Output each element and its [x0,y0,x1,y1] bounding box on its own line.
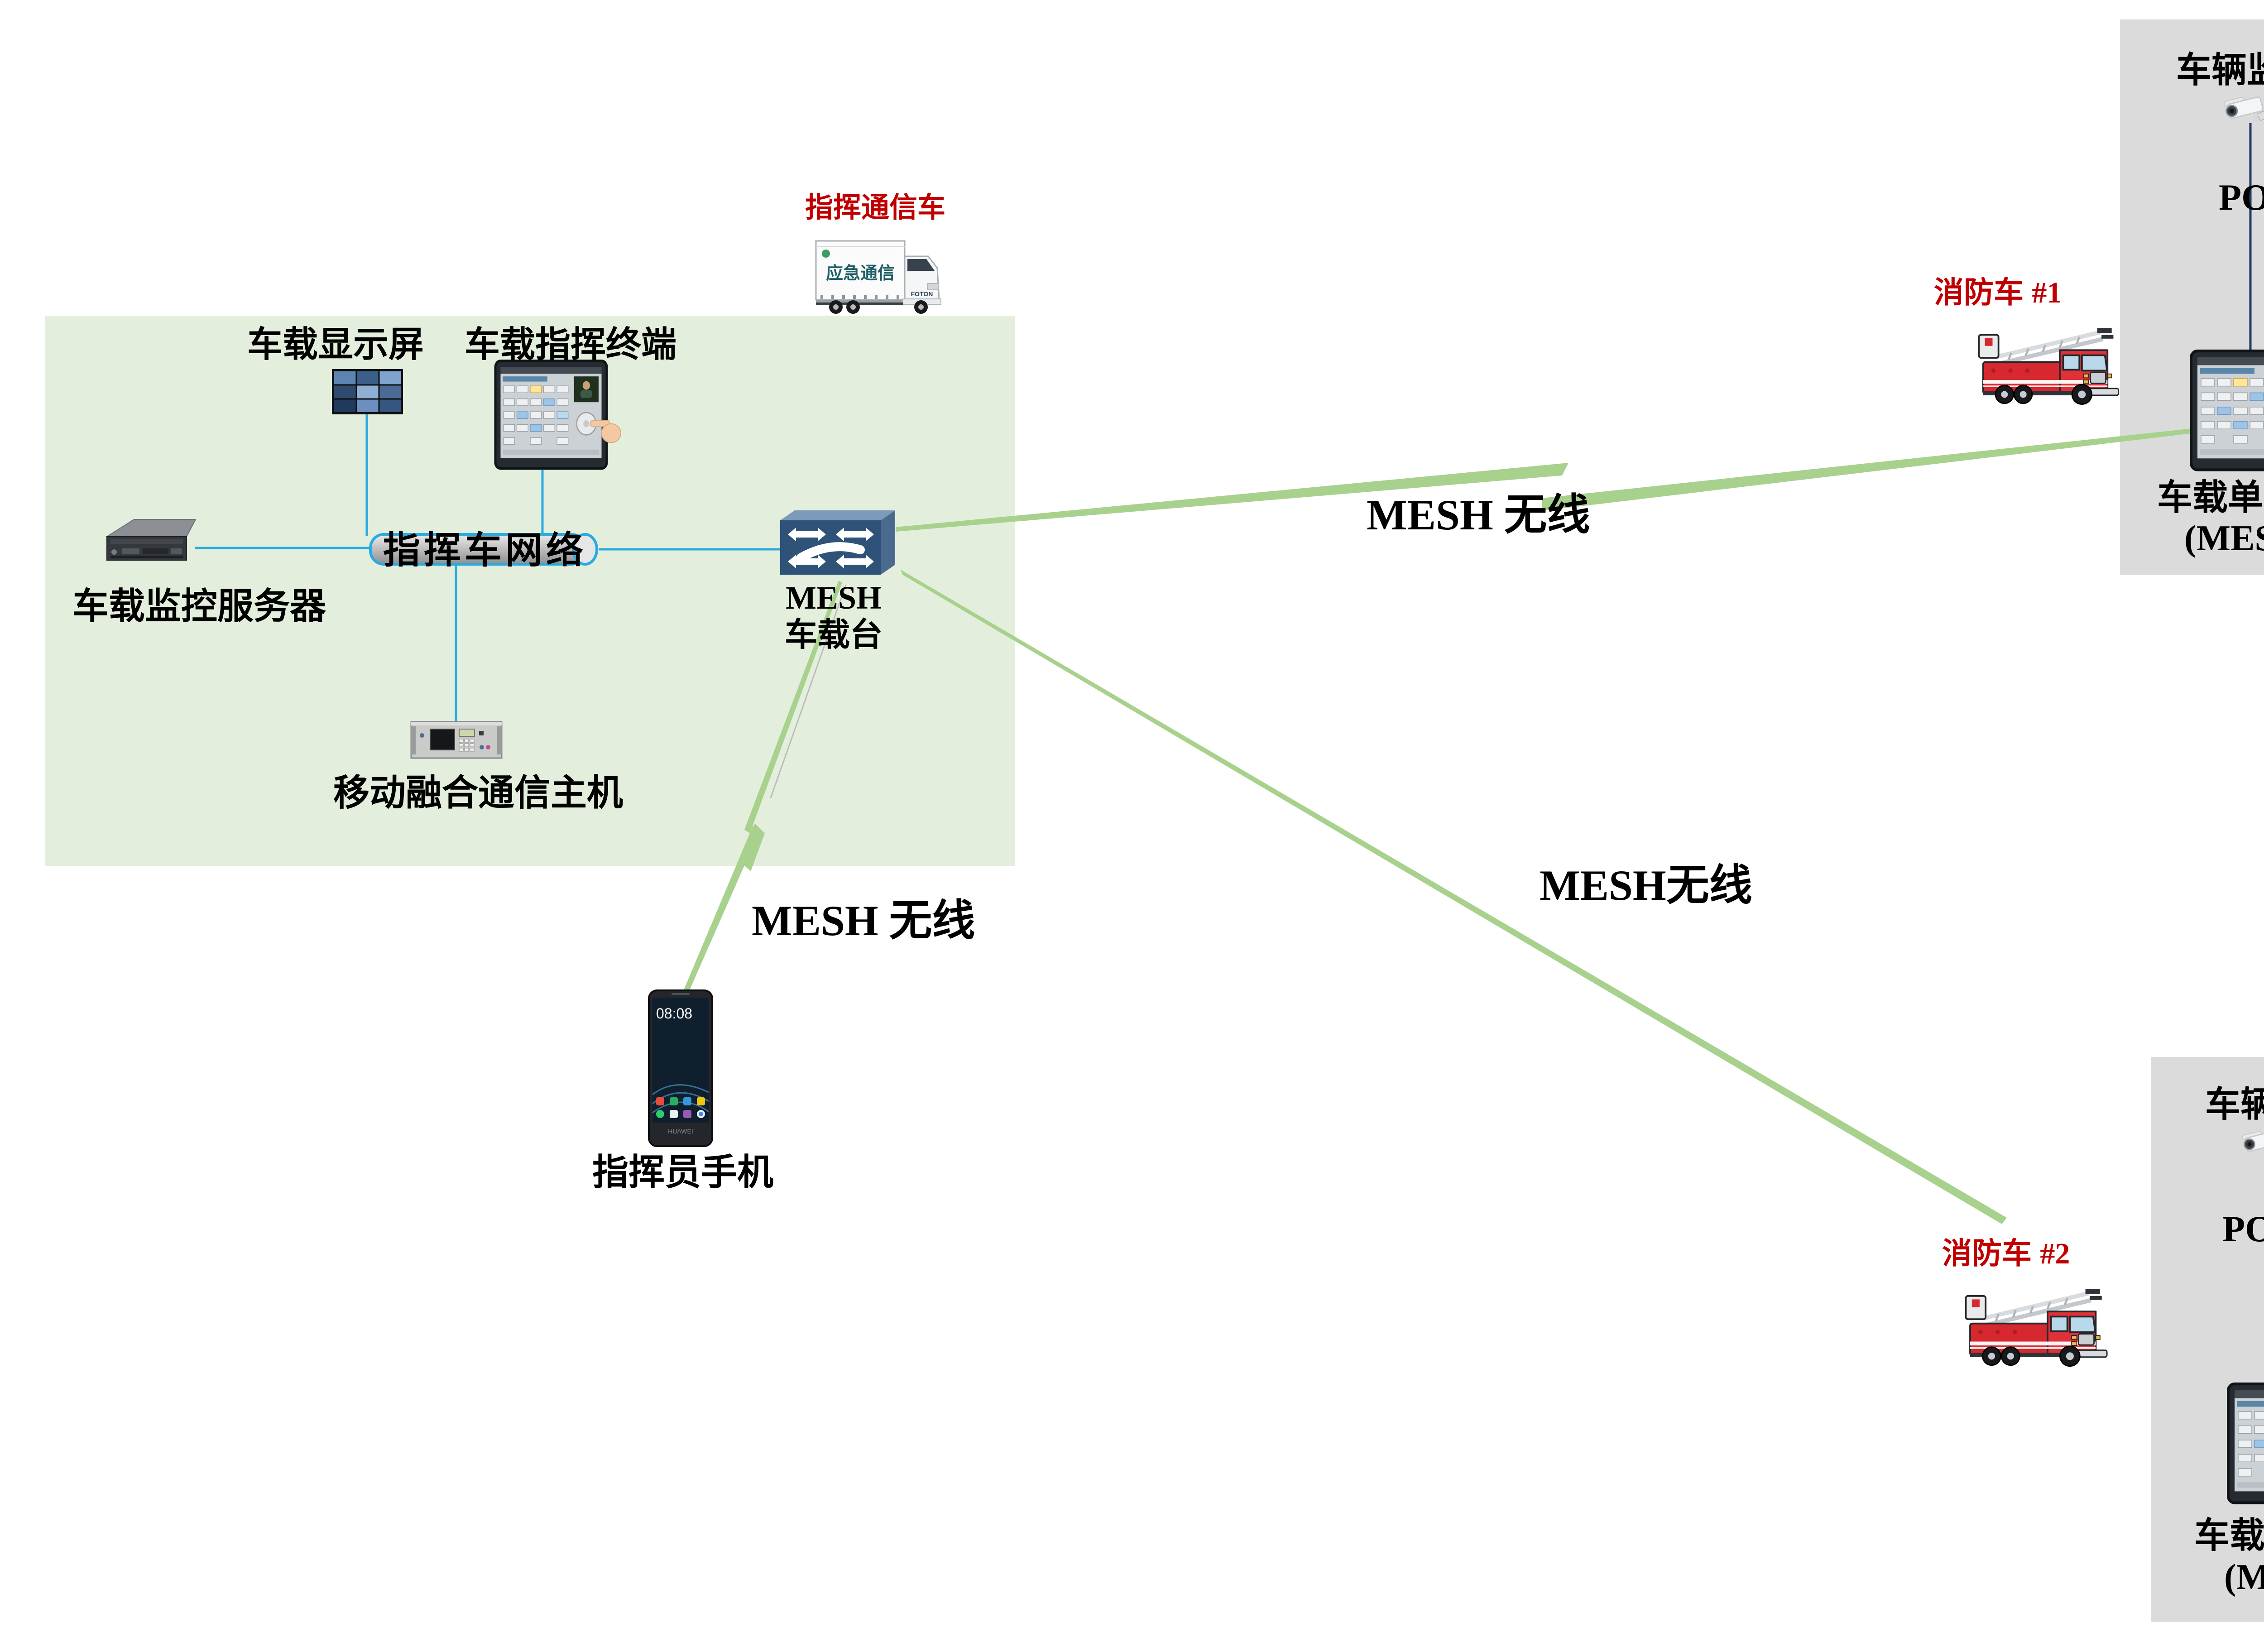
command-truck-label: 指挥通信车 [805,192,946,223]
commander-phone-label: 指挥员手机 [592,1152,773,1192]
fire-truck-1-label: 消防车 #1 [1934,276,2062,309]
camera-2-icon [2241,1126,2264,1156]
vehicle-display-icon [332,369,403,414]
display-label: 车载显示屏 [247,324,424,364]
mesh-link-3-jag [743,823,765,871]
soldier-terminal-1-edition: (MESH版) [2184,519,2264,558]
mesh-station-label-line1: MESH [785,580,882,616]
mesh-link-2-label: MESH无线 [1540,861,1752,909]
fire-truck-1-name: 消防车 [1934,275,2024,309]
lan-cable-links [195,413,781,724]
camera-1-icon [2223,92,2264,123]
mesh-link-3-label: MESH 无线 [752,897,975,945]
svg-text:FOTON: FOTON [911,290,933,298]
fire-truck-2-icon [1966,1289,2107,1366]
svg-text:HUAWEI: HUAWEI [668,1128,693,1135]
mesh-link-3-bolt-b [684,826,760,993]
monitoring-server-icon [105,519,197,561]
fire-truck-1-number: #1 [2032,276,2062,309]
mesh-station-switch-icon [780,510,895,575]
command-truck-icon: 应急通信 FOTON [815,240,941,314]
soldier-terminal-1-icon [2191,351,2264,470]
mesh-link-1-label: MESH 无线 [1367,491,1590,539]
fire-truck-2-name: 消防车 [1942,1236,2032,1270]
poe-1-label: POE [2219,177,2264,218]
poe-cable-links [2249,123,2252,389]
fusion-host-icon [410,721,503,759]
soldier-terminal-2-edition: (MESH版) [2224,1557,2264,1597]
mesh-link-1-bolt-b [1542,426,2218,511]
poe-2-label: POE [2222,1208,2264,1249]
network-pipe-label: 指挥车网络 [383,530,587,571]
soldier-terminal-1-label: 车载单兵终端 [2157,477,2264,517]
svg-text:08:08: 08:08 [656,1005,692,1022]
command-network-pipe [369,533,598,566]
mesh-link-2 [901,570,2007,1224]
fire-truck-2-number: #2 [2040,1237,2070,1270]
server-label: 车载监控服务器 [72,586,326,626]
commander-phone-icon: 08:08 HUAWEI [648,989,713,1147]
mesh-link-3-bolt-a [744,581,842,833]
svg-text:应急通信: 应急通信 [826,264,895,283]
soldier-terminal-2-icon [2228,1384,2264,1503]
fusion-host-label: 移动融合通信主机 [333,773,623,813]
mesh-station-label-line2: 车载台 [784,617,883,653]
camera-2-label: 车辆监控 [2205,1084,2264,1124]
fire-truck-2-panel [2151,1057,2264,1622]
mesh-link-1-bolt-a [896,463,1568,532]
fire-truck-1-icon [1979,328,2118,404]
mesh-wireless-links [684,426,2218,1224]
command-terminal-icon [495,361,621,469]
camera-1-label: 车辆监控 [2176,50,2264,90]
soldier-terminal-2-label: 车载单兵终端 [2194,1515,2264,1555]
phone-link-shadow-line [770,585,847,798]
handset-icon [796,542,865,562]
fire-truck-2-label: 消防车 #2 [1942,1237,2070,1270]
command-terminal-label: 车载指挥终端 [465,324,677,364]
